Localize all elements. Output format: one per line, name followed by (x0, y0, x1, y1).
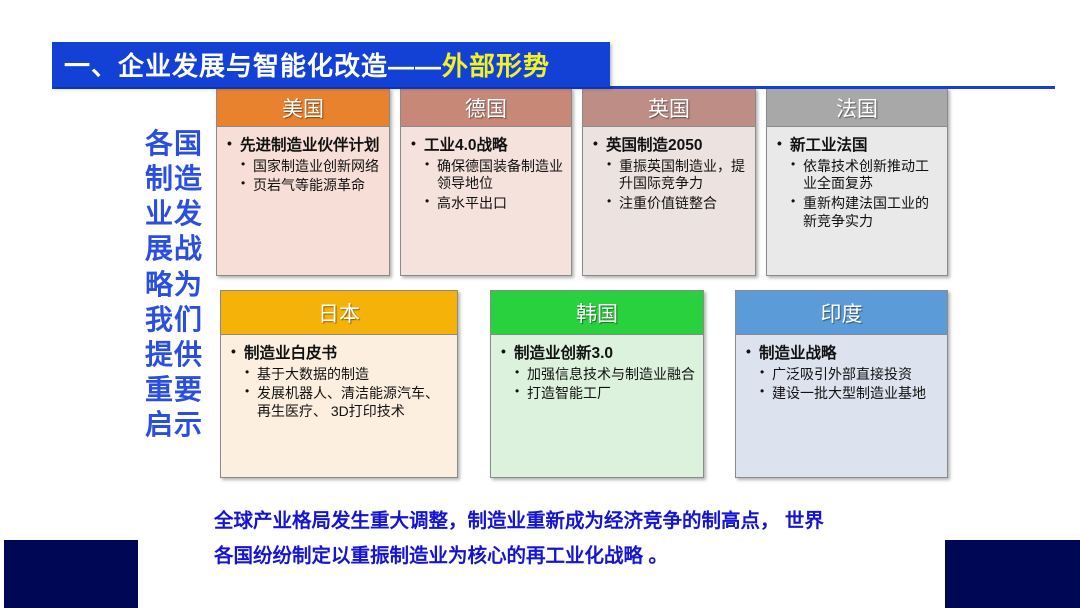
strategy-heading: 先进制造业伙伴计划国家制造业创新网络页岩气等能源革命 (225, 135, 381, 196)
strategy-heading-text: 先进制造业伙伴计划 (240, 137, 380, 154)
strategy-list: 英国制造2050 重振英国制造业，提升国际竞争力注重价值链整合 (591, 135, 747, 213)
strategy-point: 发展机器人、清洁能源汽车、再生医疗、 3D打印技术 (244, 384, 449, 421)
strategy-point: 注重价值链整合 (606, 194, 747, 213)
strategy-list: 工业4.0战略确保德国装备制造业领导地位高水平出口 (409, 135, 563, 213)
country-card-header: 德国 (401, 89, 571, 127)
country-card: 英国英国制造2050 重振英国制造业，提升国际竞争力注重价值链整合 (582, 88, 756, 276)
strategy-list: 新工业法国依靠技术创新推动工业全面复苏重新构建法国工业的新竞争实力 (775, 135, 939, 231)
strategy-heading-text: 制造业白皮书 (244, 345, 338, 362)
country-card-header: 印度 (736, 291, 947, 335)
strategy-points-list: 确保德国装备制造业领导地位高水平出口 (424, 157, 563, 213)
strategy-point: 高水平出口 (424, 194, 563, 213)
strategy-heading-text: 制造业战略 (759, 345, 837, 362)
country-name: 韩国 (576, 302, 618, 326)
strategy-points-list: 加强信息技术与制造业融合打造智能工厂 (514, 365, 695, 404)
country-card-body: 英国制造2050 重振英国制造业，提升国际竞争力注重价值链整合 (583, 127, 755, 275)
strategy-point: 依靠技术创新推动工业全面复苏 (790, 157, 939, 194)
country-card-body: 新工业法国依靠技术创新推动工业全面复苏重新构建法国工业的新竞争实力 (767, 127, 947, 275)
country-card: 印度制造业战略广泛吸引外部直接投资建设一批大型制造业基地 (735, 290, 948, 478)
strategy-point: 国家制造业创新网络 (240, 157, 381, 176)
country-card: 美国先进制造业伙伴计划国家制造业创新网络页岩气等能源革命 (216, 88, 390, 276)
strategy-heading: 制造业白皮书基于大数据的制造发展机器人、清洁能源汽车、再生医疗、 3D打印技术 (229, 343, 449, 421)
country-card-body: 制造业白皮书基于大数据的制造发展机器人、清洁能源汽车、再生医疗、 3D打印技术 (221, 335, 457, 477)
strategy-heading: 制造业战略广泛吸引外部直接投资建设一批大型制造业基地 (744, 343, 939, 404)
country-name: 美国 (282, 97, 324, 121)
country-name: 印度 (820, 302, 863, 326)
strategy-heading: 工业4.0战略确保德国装备制造业领导地位高水平出口 (409, 135, 563, 213)
strategy-point: 广泛吸引外部直接投资 (759, 365, 939, 384)
strategy-heading-text: 新工业法国 (790, 137, 868, 154)
footer-summary-text: 全球产业格局发生重大调整，制造业重新成为经济竞争的制高点， 世界 各国纷纷制定以… (214, 510, 824, 568)
strategy-heading-text: 工业4.0战略 (424, 137, 508, 154)
strategy-point: 重新构建法国工业的新竞争实力 (790, 194, 939, 231)
country-card-body: 制造业创新3.0 加强信息技术与制造业融合打造智能工厂 (491, 335, 703, 477)
corner-decoration-left (4, 540, 138, 608)
slide-title-accent: 外部形势 (442, 51, 551, 81)
strategy-list: 制造业创新3.0 加强信息技术与制造业融合打造智能工厂 (499, 343, 695, 404)
country-card: 日本制造业白皮书基于大数据的制造发展机器人、清洁能源汽车、再生医疗、 3D打印技… (220, 290, 458, 478)
strategy-heading-text: 制造业创新3.0 (514, 345, 614, 362)
strategy-heading-text: 英国制造2050 (606, 137, 703, 154)
country-card-header: 法国 (767, 89, 947, 127)
slide-title-bar: 一、企业发展与智能化改造——外部形势 (52, 42, 610, 87)
strategy-points-list: 国家制造业创新网络页岩气等能源革命 (240, 157, 381, 196)
strategy-heading: 制造业创新3.0 加强信息技术与制造业融合打造智能工厂 (499, 343, 695, 404)
country-card: 韩国制造业创新3.0 加强信息技术与制造业融合打造智能工厂 (490, 290, 704, 478)
strategy-point: 加强信息技术与制造业融合 (514, 365, 695, 384)
country-name: 英国 (648, 97, 690, 121)
side-label: 各国 制造 业发 展战 略为 我们 提供 重要 启示 (144, 128, 203, 440)
strategy-point: 基于大数据的制造 (244, 365, 449, 384)
strategy-heading: 新工业法国依靠技术创新推动工业全面复苏重新构建法国工业的新竞争实力 (775, 135, 939, 231)
strategy-points-list: 基于大数据的制造发展机器人、清洁能源汽车、再生医疗、 3D打印技术 (244, 365, 449, 421)
strategy-point: 打造智能工厂 (514, 384, 695, 403)
strategy-point: 重振英国制造业，提升国际竞争力 (606, 157, 747, 194)
country-card-header: 日本 (221, 291, 457, 335)
corner-decoration-right (945, 540, 1080, 608)
country-card-header: 美国 (217, 89, 389, 127)
country-card-body: 制造业战略广泛吸引外部直接投资建设一批大型制造业基地 (736, 335, 947, 477)
country-card-header: 韩国 (491, 291, 703, 335)
strategy-points-list: 重振英国制造业，提升国际竞争力注重价值链整合 (606, 157, 747, 213)
slide-title-main: 一、企业发展与智能化改造—— (64, 51, 443, 81)
country-name: 德国 (465, 97, 507, 121)
country-card-body: 先进制造业伙伴计划国家制造业创新网络页岩气等能源革命 (217, 127, 389, 275)
strategy-list: 制造业战略广泛吸引外部直接投资建设一批大型制造业基地 (744, 343, 939, 404)
strategy-list: 制造业白皮书基于大数据的制造发展机器人、清洁能源汽车、再生医疗、 3D打印技术 (229, 343, 449, 421)
title-underline-rule (52, 86, 1055, 89)
strategy-point: 页岩气等能源革命 (240, 176, 381, 195)
country-card: 法国新工业法国依靠技术创新推动工业全面复苏重新构建法国工业的新竞争实力 (766, 88, 948, 276)
strategy-point: 确保德国装备制造业领导地位 (424, 157, 563, 194)
country-card-header: 英国 (583, 89, 755, 127)
strategy-points-list: 广泛吸引外部直接投资建设一批大型制造业基地 (759, 365, 939, 404)
strategy-heading: 英国制造2050 重振英国制造业，提升国际竞争力注重价值链整合 (591, 135, 747, 213)
country-card-body: 工业4.0战略确保德国装备制造业领导地位高水平出口 (401, 127, 571, 275)
strategy-point: 建设一批大型制造业基地 (759, 384, 939, 403)
strategy-points-list: 依靠技术创新推动工业全面复苏重新构建法国工业的新竞争实力 (790, 157, 939, 231)
slide-title: 一、企业发展与智能化改造——外部形势 (64, 46, 550, 83)
strategy-list: 先进制造业伙伴计划国家制造业创新网络页岩气等能源革命 (225, 135, 381, 196)
country-name: 法国 (836, 97, 878, 121)
country-name: 日本 (318, 302, 360, 326)
country-card: 德国工业4.0战略确保德国装备制造业领导地位高水平出口 (400, 88, 572, 276)
